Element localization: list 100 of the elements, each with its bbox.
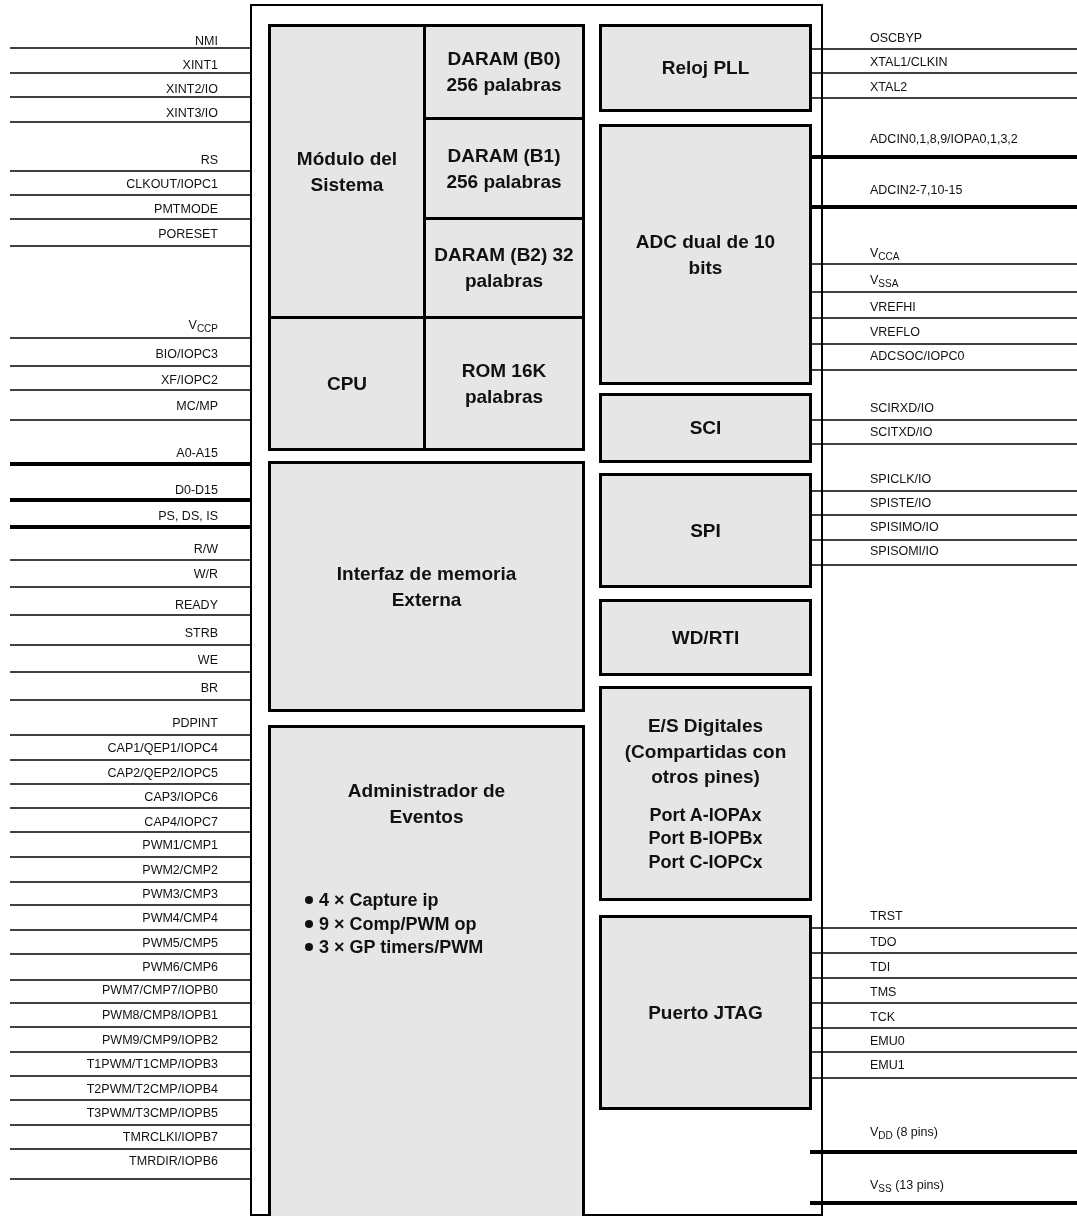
module-box — [423, 316, 585, 451]
pin-label: NMI — [195, 34, 218, 48]
pin-label: TMS — [870, 985, 897, 999]
pin-label: PWM3/CMP3 — [142, 887, 218, 901]
block-title: WD/RTI — [671, 625, 740, 650]
pin-label: XINT3/IO — [165, 106, 218, 120]
pin-label: SPISIMO/IO — [870, 520, 939, 534]
bullet-text: 3 × GP timers/PWM — [319, 937, 484, 958]
pin-label: BIO/IOPC3 — [155, 347, 218, 361]
pin-label: TMRCLKI/IOPB7 — [122, 1130, 218, 1144]
pin-label: PORESET — [158, 227, 218, 241]
module-box — [268, 24, 426, 319]
pin-label: ADCSOC/IOPC0 — [870, 349, 965, 363]
pin-label: RS — [200, 153, 218, 167]
block-title: DARAM (B0) 256 palabras — [445, 47, 563, 97]
block-title: DARAM (B2) 32 palabras — [434, 243, 574, 293]
pin-label: T1PWM/T1CMP/IOPB3 — [86, 1057, 218, 1071]
block-title: SCI — [689, 416, 722, 441]
pin-label: XTAL2 — [870, 80, 908, 94]
pin-label: XINT1 — [182, 58, 218, 72]
pin-label: SPICLK/IO — [870, 472, 932, 486]
pin-label: V$_{SS}$ (13 pins) — [870, 1178, 944, 1196]
pin-label: SPISTE/IO — [870, 496, 932, 510]
pin-label: TRST — [870, 909, 903, 923]
pin-label: WE — [197, 653, 218, 667]
module-box — [599, 915, 812, 1110]
pin-label: PWM5/CMP5 — [142, 936, 218, 950]
block-text: Port B-IOPBx — [648, 827, 763, 851]
pin-label: ADCIN0,1,8,9/IOPA0,1,3,2 — [870, 132, 1018, 146]
bullet-text: 9 × Comp/PWM op — [319, 913, 477, 934]
pin-label: W/R — [193, 567, 218, 581]
pin-label: VREFLO — [870, 325, 920, 339]
pin-label: EMU0 — [870, 1034, 905, 1048]
pin-label: V$_{CCP}$ — [188, 318, 218, 336]
pin-label: T3PWM/T3CMP/IOPB5 — [86, 1106, 218, 1120]
pin-label: SCITXD/IO — [870, 425, 933, 439]
pin-label: PWM6/CMP6 — [142, 960, 218, 974]
pin-label: TDO — [870, 935, 897, 949]
pin-label: PMTMODE — [154, 202, 218, 216]
module-box — [599, 473, 812, 588]
block-title: ROM 16K palabras — [460, 358, 548, 409]
pin-label: PWM7/CMP7/IOPB0 — [102, 983, 218, 997]
pin-label: EMU1 — [870, 1058, 905, 1072]
pin-label: PWM8/CMP8/IOPB1 — [102, 1008, 218, 1022]
pin-label: SPISOMI/IO — [870, 544, 939, 558]
pin-label: STRB — [184, 626, 218, 640]
block-text: Port C-IOPCx — [648, 850, 763, 874]
module-box — [268, 316, 426, 451]
pin-label: OSCBYP — [870, 31, 923, 45]
module-box — [599, 124, 812, 385]
pin-label: V$_{CCA}$ — [870, 246, 900, 264]
bullet-text: 4 × Capture ip — [319, 890, 439, 911]
module-box — [423, 217, 585, 319]
block-title: CPU — [326, 371, 368, 396]
module-box — [268, 461, 585, 712]
block-title: Módulo del Sistema — [295, 146, 399, 197]
pin-label: PWM9/CMP9/IOPB2 — [102, 1033, 218, 1047]
pin-label: CLKOUT/IOPC1 — [126, 177, 218, 191]
pin-label: XTAL1/CLKIN — [870, 55, 948, 69]
pin-label: V$_{SSA}$ — [870, 273, 899, 291]
pin-label: PWM4/CMP4 — [142, 911, 218, 925]
pin-label: CAP1/QEP1/IOPC4 — [107, 741, 218, 755]
pin-label: T2PWM/T2CMP/IOPB4 — [86, 1082, 218, 1096]
chip-outline — [250, 4, 823, 1216]
block-title: SPI — [690, 518, 721, 543]
pin-label: CAP2/QEP2/IOPC5 — [107, 766, 218, 780]
module-box — [268, 725, 585, 1216]
pin-label: V$_{DD}$ (8 pins) — [870, 1125, 938, 1143]
pin-label: XINT2/IO — [165, 82, 218, 96]
pin-label: R/W — [193, 542, 218, 556]
block-title: DARAM (B1) 256 palabras — [445, 143, 563, 194]
pin-label: TCK — [870, 1010, 895, 1024]
block-title: E/S Digitales (Compartidas con otros pines) — [623, 713, 788, 790]
pin-label: CAP3/IOPC6 — [144, 790, 218, 804]
pin-label: CAP4/IOPC7 — [144, 815, 218, 829]
pin-label: XF/IOPC2 — [161, 373, 218, 387]
pin-label: PS, DS, IS — [158, 509, 218, 523]
module-box — [599, 24, 812, 112]
block-title: ADC dual de 10 bits — [634, 229, 777, 280]
pin-label: PDPINT — [172, 716, 218, 730]
block-text: Port A-IOPAx — [649, 803, 762, 827]
pin-label: PWM2/CMP2 — [142, 863, 218, 877]
pin-label: VREFHI — [870, 300, 916, 314]
block-title: Puerto JTAG — [648, 1000, 763, 1025]
pin-label: SCIRXD/IO — [870, 401, 934, 415]
pin-label: MC/MP — [176, 399, 218, 413]
pin-label: READY — [174, 598, 218, 612]
block-title: Reloj PLL — [661, 56, 750, 81]
pin-label: PWM1/CMP1 — [142, 838, 218, 852]
pin-label: TDI — [870, 960, 891, 974]
pin-label: ADCIN2-7,10-15 — [870, 183, 963, 197]
pin-label: BR — [200, 681, 218, 695]
block-title: Administrador de Eventos — [346, 779, 507, 829]
module-box — [423, 24, 585, 120]
pin-label: TMRDIR/IOPB6 — [129, 1154, 218, 1168]
pin-label: A0-A15 — [176, 446, 218, 460]
pin-label: D0-D15 — [174, 483, 218, 497]
module-box — [599, 686, 812, 901]
module-box — [599, 599, 812, 676]
module-box — [599, 393, 812, 463]
